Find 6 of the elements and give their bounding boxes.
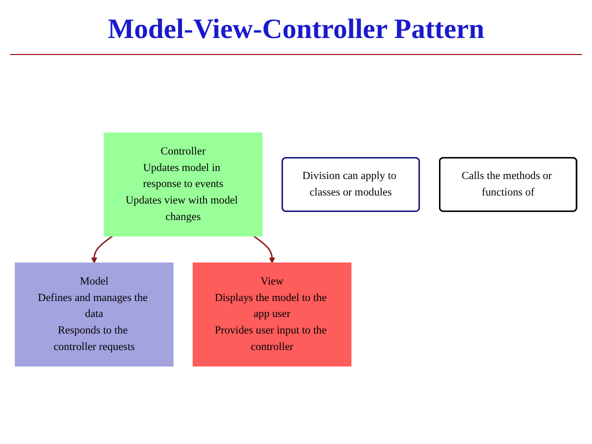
arrow xyxy=(91,235,114,264)
node-box: Controller Updates model in response to events Updates view with model changes xyxy=(104,132,262,236)
title: Model-View-Controller Pattern xyxy=(106,14,486,46)
node-box: Model Defines and manages the data Responds to the controller requests xyxy=(14,262,174,366)
arrow xyxy=(252,235,276,264)
node-box: View Displays the model to the app user Provides user input to the controller xyxy=(192,262,352,366)
